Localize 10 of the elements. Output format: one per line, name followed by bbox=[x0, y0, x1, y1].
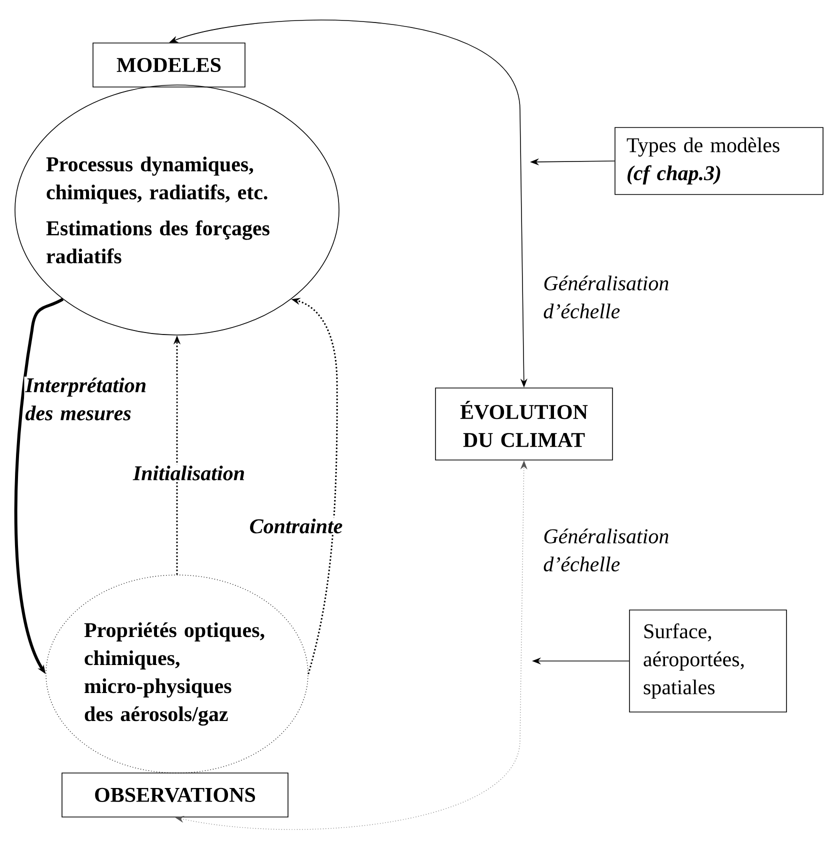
note-box: Types de modèles (cf chap.3) bbox=[614, 127, 824, 195]
note-box: Surface, aéroportées, spatiales bbox=[629, 610, 787, 712]
edge-label: Interprétation des mesures bbox=[24, 376, 176, 422]
edge-label: Généralisation d’échelle bbox=[544, 276, 668, 318]
edge-label: Contrainte bbox=[248, 518, 344, 534]
edge-label: Généralisation d’échelle bbox=[544, 528, 668, 572]
title-box: MODELES bbox=[92, 42, 246, 88]
edge-label: Initialisation bbox=[132, 464, 246, 482]
title-box: OBSERVATIONS bbox=[62, 772, 288, 818]
title-box: ÉVOLUTION DU CLIMAT bbox=[435, 388, 613, 460]
